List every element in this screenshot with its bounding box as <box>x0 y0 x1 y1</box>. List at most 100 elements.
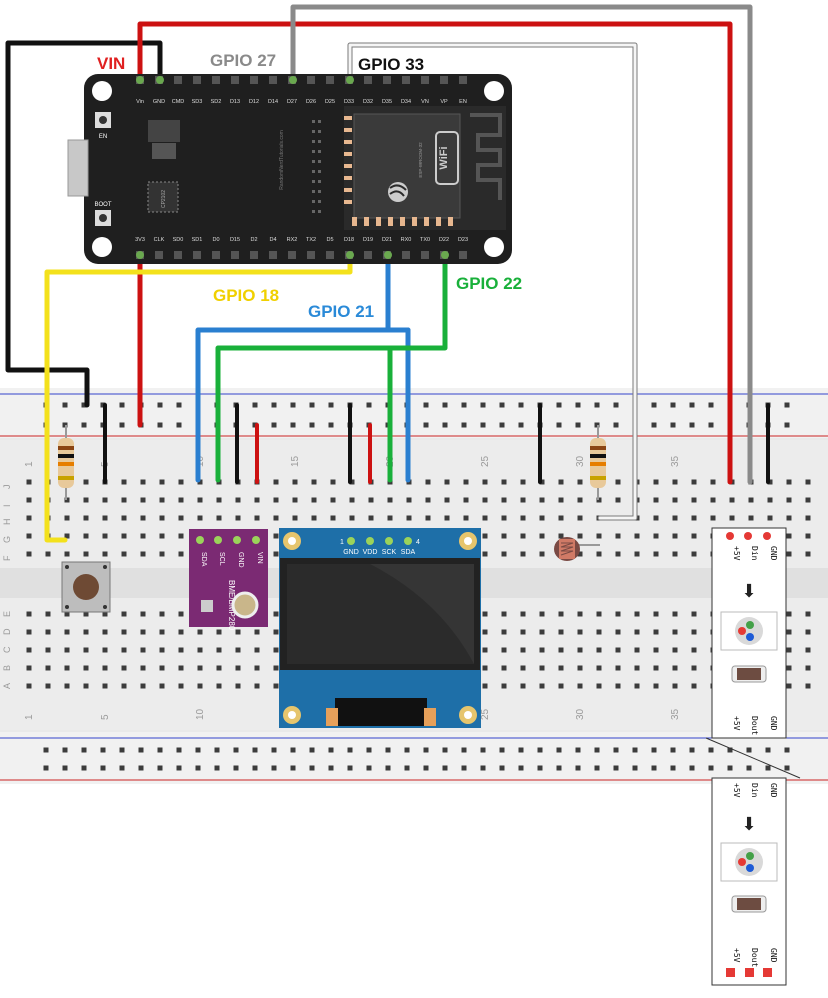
wire-gray-gpio27 <box>290 4 753 485</box>
esp32-top-pin-label: D14 <box>268 99 278 105</box>
breadboard-hole <box>26 665 32 671</box>
breadboard-hole <box>786 551 792 557</box>
breadboard-hole <box>140 551 146 557</box>
esp32-bottom-pin <box>193 251 201 259</box>
breadboard-hole <box>235 497 241 503</box>
strip-pin-din: Din <box>750 546 759 561</box>
rail-hole <box>62 747 68 753</box>
breadboard-hole <box>558 611 564 617</box>
breadboard-hole <box>178 683 184 689</box>
rail-hole <box>708 422 714 428</box>
rail-hole <box>423 422 429 428</box>
breadboard-hole <box>140 611 146 617</box>
rail-hole <box>727 747 733 753</box>
esp32-top-pin-label: SD3 <box>192 99 203 105</box>
rail-hole <box>442 422 448 428</box>
rail-hole <box>765 765 771 771</box>
esp32-top-pin <box>212 76 220 84</box>
rail-hole <box>271 765 277 771</box>
breadboard-hole <box>178 497 184 503</box>
breadboard-hole <box>444 497 450 503</box>
rail-hole <box>423 747 429 753</box>
rail-hole <box>613 402 619 408</box>
breadboard-hole <box>710 479 716 485</box>
breadboard-hole <box>634 611 640 617</box>
breadboard-hole <box>596 551 602 557</box>
esp32-bottom-pin-label: D4 <box>269 237 276 243</box>
breadboard-hole <box>216 497 222 503</box>
breadboard-hole <box>615 665 621 671</box>
esp32-bottom-pin <box>402 251 410 259</box>
rail-hole <box>138 747 144 753</box>
rail-hole <box>81 402 87 408</box>
breadboard-hole <box>140 665 146 671</box>
rail-hole <box>575 747 581 753</box>
breadboard-hole <box>653 629 659 635</box>
esp32-board: EN BOOT CP2102 RandomNerdTutorials.com <box>67 74 512 264</box>
breadboard-hole <box>577 533 583 539</box>
label-gpio27: GPIO 27 <box>210 51 276 70</box>
boot-label: BOOT <box>94 202 111 208</box>
breadboard-hole <box>482 629 488 635</box>
esp32-bottom-pin-label: 3V3 <box>135 237 145 243</box>
cp2102-label: CP2102 <box>161 190 167 208</box>
rail-hole <box>651 765 657 771</box>
rail-hole <box>423 402 429 408</box>
breadboard-hole <box>26 611 32 617</box>
breadboard-hole <box>691 497 697 503</box>
breadboard-hole <box>83 683 89 689</box>
breadboard-hole <box>159 479 165 485</box>
rail-hole <box>195 747 201 753</box>
breadboard-hole <box>178 515 184 521</box>
pushbutton[interactable] <box>61 561 111 613</box>
breadboard-hole <box>83 515 89 521</box>
breadboard-hole <box>292 497 298 503</box>
esp32-bottom-pin-label: D15 <box>230 237 240 243</box>
rail-hole <box>556 402 562 408</box>
strip-mid-5v: +5V <box>732 716 741 731</box>
rgb-led-1 <box>735 617 763 645</box>
module-pins <box>344 116 453 226</box>
breadboard-hole <box>672 515 678 521</box>
breadboard-hole <box>140 479 146 485</box>
breadboard-hole <box>501 683 507 689</box>
breadboard-hole <box>786 479 792 485</box>
breadboard-hole <box>102 515 108 521</box>
rail-hole <box>233 765 239 771</box>
rail-hole <box>214 747 220 753</box>
breadboard-hole <box>254 683 260 689</box>
breadboard-hole <box>482 611 488 617</box>
rail-hole <box>746 747 752 753</box>
wire-yellow-gpio18 <box>44 252 353 543</box>
breadboard-hole <box>539 611 545 617</box>
rail-hole <box>157 422 163 428</box>
rail-hole <box>461 402 467 408</box>
rail-hole <box>575 765 581 771</box>
rail-hole <box>81 765 87 771</box>
breadboard-hole <box>273 533 279 539</box>
breadboard-hole <box>45 665 51 671</box>
breadboard-hole <box>558 647 564 653</box>
cp2102-chip <box>147 181 179 213</box>
esp32-top-pin <box>307 76 315 84</box>
breadboard-hole <box>539 497 545 503</box>
breadboard-hole <box>178 551 184 557</box>
rail-hole <box>765 747 771 753</box>
breadboard-hole <box>273 629 279 635</box>
esp32-bottom-pin <box>459 251 467 259</box>
esp32-bottom-pin-label: D2 <box>250 237 257 243</box>
breadboard-hole <box>178 611 184 617</box>
breadboard-hole <box>577 683 583 689</box>
breadboard-hole <box>254 665 260 671</box>
esp32-top-pin <box>421 76 429 84</box>
breadboard-hole <box>558 479 564 485</box>
bme-pin-scl: SCL <box>218 552 225 566</box>
rail-hole <box>176 765 182 771</box>
breadboard-hole <box>653 533 659 539</box>
breadboard-hole <box>121 497 127 503</box>
rail-hole <box>442 765 448 771</box>
esp32-bottom-pin <box>364 251 372 259</box>
label-gpio18: GPIO 18 <box>213 286 279 305</box>
rail-hole <box>271 422 277 428</box>
breadboard-hole <box>45 611 51 617</box>
